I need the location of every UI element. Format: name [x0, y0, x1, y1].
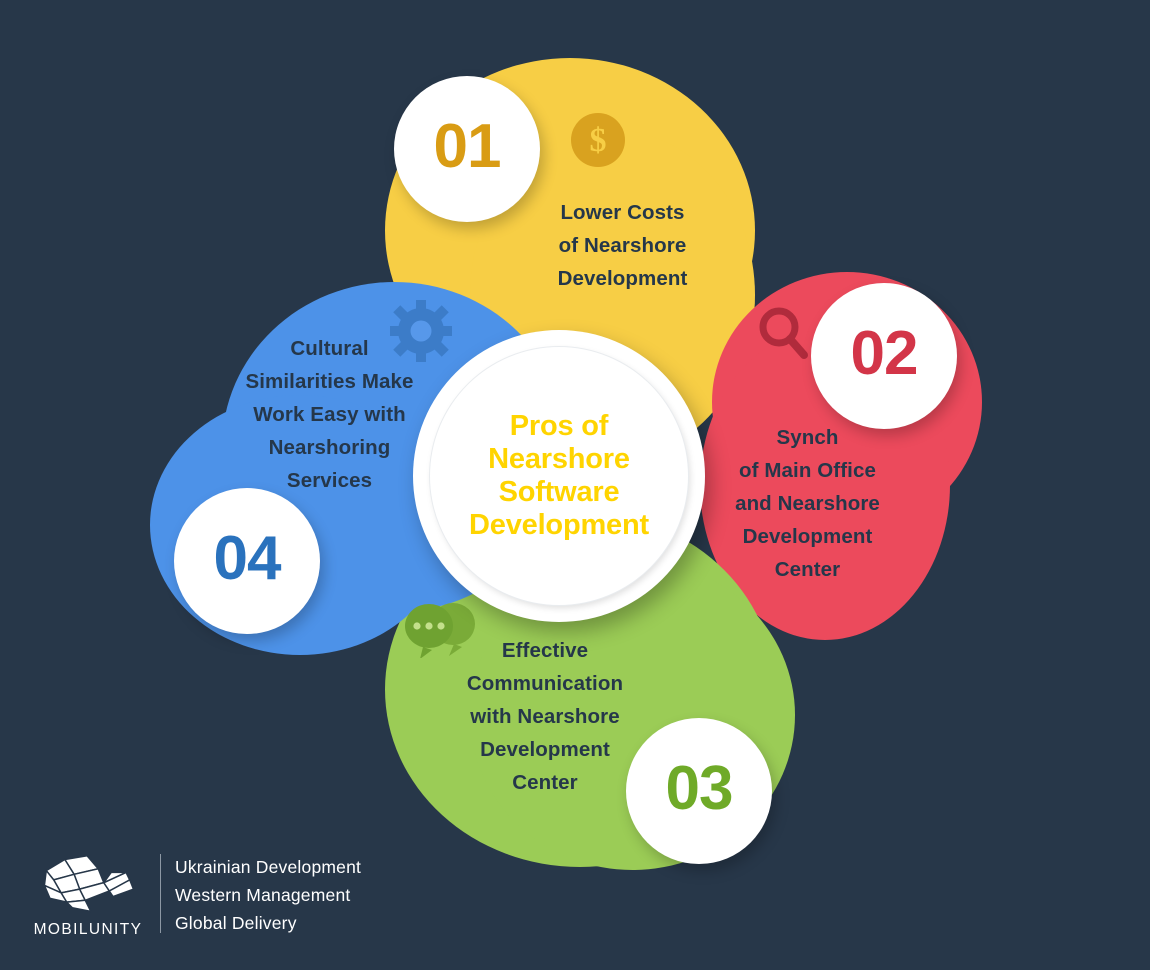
segment-text-cultural-similarities: Cultural Similarities Make Work Easy wit…: [245, 337, 414, 492]
center-hub-inner-ring: Pros of Nearshore Software Development: [430, 347, 688, 605]
segment-badge-04[interactable]: 04: [174, 488, 320, 634]
dollar-coin-icon: $: [570, 112, 626, 168]
segment-badge-01[interactable]: 01: [394, 76, 540, 222]
mobilunity-whale-icon: [43, 855, 135, 913]
segment-number-01: 01: [433, 112, 502, 181]
logo-mark-wrap: MOBILUNITY: [30, 852, 146, 939]
segment-text-effective-communication: Effective Communication with Nearshore D…: [466, 639, 624, 794]
segment-text-synch-offices: Synch of Main Office and Nearshore Devel…: [735, 426, 880, 581]
logo-wordmark: MOBILUNITY: [33, 921, 143, 938]
svg-text:$: $: [590, 122, 607, 159]
segment-number-04: 04: [213, 524, 282, 593]
segment-badge-03[interactable]: 03: [626, 718, 772, 864]
center-title: Pros of Nearshore Software Development: [469, 410, 649, 541]
segment-text-lower-costs: Lower Costs of Nearshore Development: [557, 201, 688, 290]
center-hub[interactable]: Pros of Nearshore Software Development: [413, 330, 705, 622]
logo-block[interactable]: MOBILUNITY Ukrainian Development Western…: [30, 852, 361, 939]
segment-number-02: 02: [850, 319, 919, 388]
magnifier-icon: [757, 305, 811, 363]
speech-bubbles-icon: [401, 600, 479, 659]
logo-divider: [160, 854, 161, 933]
segment-badge-02[interactable]: 02: [811, 283, 957, 429]
logo-taglines: Ukrainian Development Western Management…: [175, 857, 362, 933]
segment-number-03: 03: [665, 754, 734, 823]
gear-icon: [390, 300, 452, 362]
